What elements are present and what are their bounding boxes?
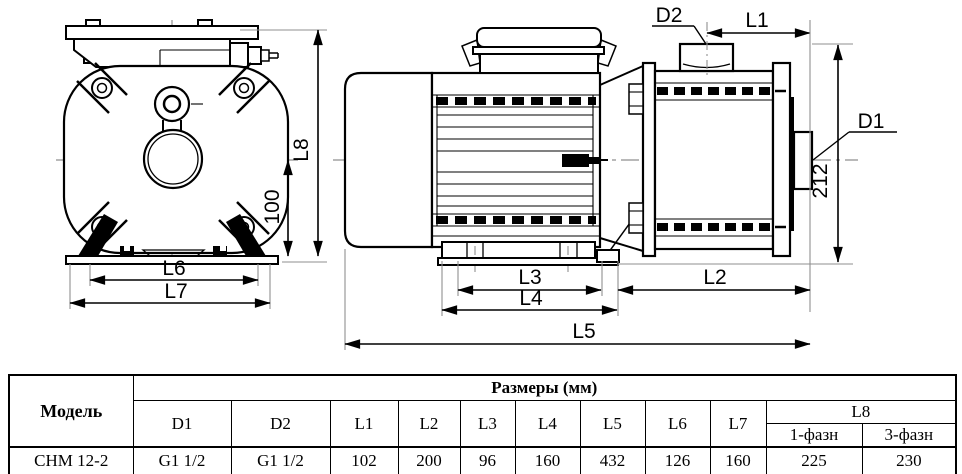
cell-l1: 102: [329, 446, 399, 474]
cell-l7: 160: [709, 446, 767, 474]
cell-d1: G1 1/2: [132, 446, 232, 474]
header-l5: L5: [579, 400, 646, 448]
header-l7: L7: [709, 400, 767, 448]
dim-label-212: 212: [809, 163, 832, 198]
front-feet: [65, 214, 279, 265]
cell-l5: 432: [579, 446, 646, 474]
pump-technical-drawing: L8 100 L6 L7: [56, 4, 897, 350]
dimension-l8: L8: [240, 29, 327, 263]
motor-body: [430, 71, 608, 249]
dimension-l5: L5: [344, 249, 811, 350]
dimension-l7: L7: [69, 264, 271, 309]
dimension-l3: L3: [457, 261, 603, 296]
cell-l3: 96: [459, 446, 516, 474]
dim-label-100: 100: [261, 189, 284, 224]
suction-port-d1: [792, 130, 814, 191]
dimension-100: 100: [261, 159, 293, 257]
dim-label-l7: L7: [164, 280, 187, 303]
dim-label-l3: L3: [518, 266, 541, 289]
dim-label-l2: L2: [703, 266, 726, 289]
header-l3: L3: [459, 400, 516, 448]
dim-label-d2: D2: [656, 4, 683, 27]
dim-label-l8: L8: [290, 138, 313, 161]
dimension-l1: L1: [706, 9, 811, 38]
pump-head: [596, 22, 814, 263]
header-l8-1phase: 1-фазн: [765, 423, 863, 448]
header-d1: D1: [132, 400, 232, 448]
header-l6: L6: [644, 400, 711, 448]
dimensions-table: Модель Размеры (мм) D1 D2 L1 L2 L3 L4 L5…: [8, 374, 958, 474]
fill-plug: [153, 85, 203, 132]
dim-label-l4: L4: [519, 287, 543, 310]
cell-l8-1phase: 225: [765, 446, 863, 474]
cell-d2: G1 1/2: [230, 446, 331, 474]
header-sizes-mm: Размеры (мм): [132, 374, 957, 401]
header-l1: L1: [329, 400, 399, 448]
dimension-l2: L2: [617, 266, 811, 295]
dimension-l4: L4: [441, 261, 619, 316]
cable-gland: [229, 42, 279, 68]
cell-model: CHM 12-2: [8, 446, 134, 474]
dimension-l6: L6: [89, 257, 259, 286]
dim-label-l6: L6: [162, 257, 185, 280]
front-view: L8 100 L6 L7: [56, 19, 327, 309]
cell-l8-3phase: 230: [861, 446, 957, 474]
dimension-212: 212: [618, 43, 853, 265]
cell-l4: 160: [514, 446, 581, 474]
shaft-key-detail: [562, 154, 589, 167]
cell-l2: 200: [397, 446, 461, 474]
header-l8: L8: [765, 400, 957, 424]
dim-label-d1: D1: [858, 110, 885, 133]
table-row: CHM 12-2 G1 1/2 G1 1/2 102 200 96 160 43…: [8, 446, 957, 474]
dim-label-l5: L5: [572, 320, 595, 343]
fan-cover: [343, 71, 434, 249]
dimension-d1: D1: [812, 110, 897, 161]
side-terminal-box: [461, 27, 617, 74]
side-view: D2 L1 212 D1: [333, 4, 897, 350]
front-port: [142, 128, 204, 190]
dimension-d2: D2: [652, 4, 707, 45]
header-model: Модель: [8, 374, 134, 448]
cell-l6: 126: [644, 446, 711, 474]
front-terminal-box: [65, 19, 279, 68]
header-l8-3phase: 3-фазн: [861, 423, 957, 448]
header-d2: D2: [230, 400, 331, 448]
header-l2: L2: [397, 400, 461, 448]
header-l4: L4: [514, 400, 581, 448]
dim-label-l1: L1: [745, 9, 768, 32]
